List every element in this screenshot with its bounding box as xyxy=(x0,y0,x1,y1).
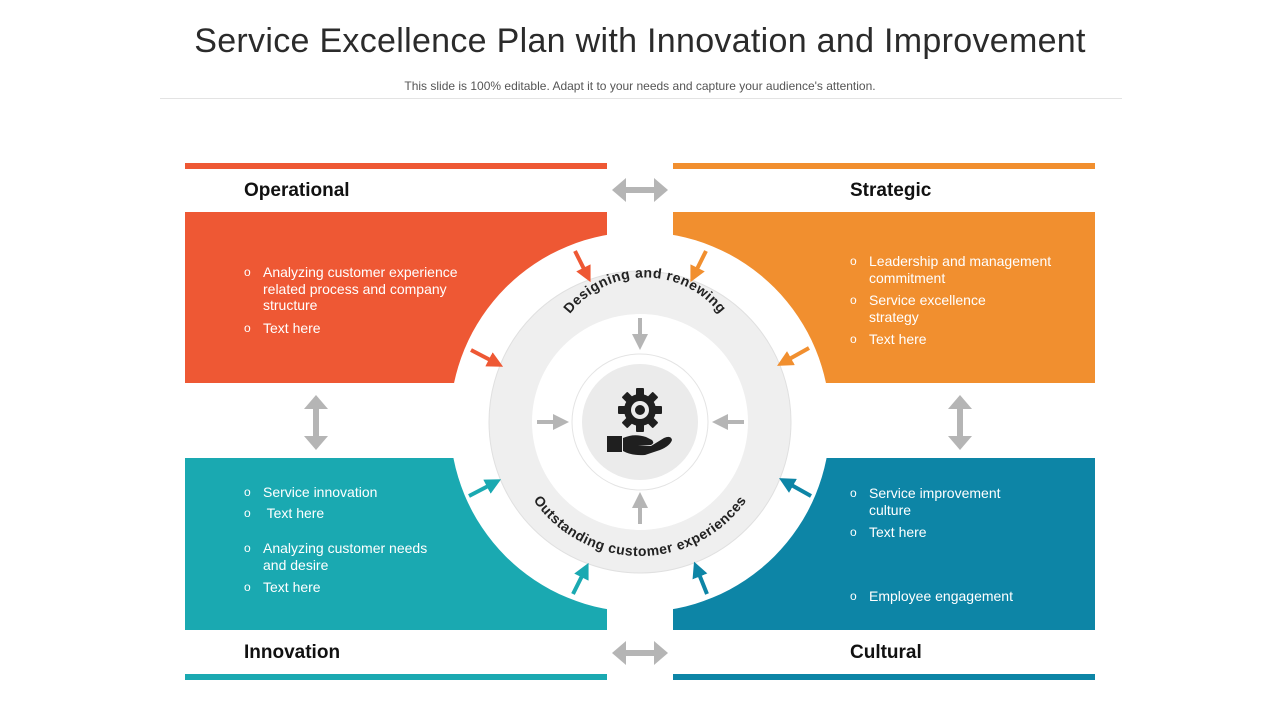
inner-thin-ring xyxy=(571,353,709,491)
list-item: Service innovation xyxy=(244,484,454,501)
list-item: Service excellence strategy xyxy=(850,292,989,325)
strategic-heading: Strategic xyxy=(850,180,932,201)
operational-arrow-1 xyxy=(573,250,591,283)
list-item: Employee engagement xyxy=(850,588,1065,605)
strategic-arrow-1 xyxy=(690,250,708,283)
bottom-double-arrow xyxy=(612,641,668,665)
list-item: Text here xyxy=(850,524,1065,541)
top-double-arrow xyxy=(612,178,668,202)
gear-hand-icon xyxy=(607,388,672,456)
operational-accent-bar xyxy=(185,163,607,169)
list-item: Analyzing customer needs and desire xyxy=(244,540,438,573)
list-item: Text here xyxy=(244,579,454,596)
operational-heading: Operational xyxy=(244,180,350,201)
cultural-arrow-1 xyxy=(779,478,812,498)
cultural-accent-bar xyxy=(673,674,1095,680)
page-title: Service Excellence Plan with Innovation … xyxy=(194,22,1086,60)
innovation-accent-bar xyxy=(185,674,607,680)
cultural-arrow-2 xyxy=(692,561,709,595)
list-item: Service improvement culture xyxy=(850,485,1019,518)
list-item: Text here xyxy=(244,320,474,337)
strategic-arrow-2 xyxy=(777,346,810,366)
list-item: Text here xyxy=(244,505,454,522)
innovation-heading: Innovation xyxy=(244,642,341,663)
left-double-arrow xyxy=(304,395,328,450)
list-item: Text here xyxy=(850,331,1065,348)
strategic-items: Leadership and management commitment Ser… xyxy=(850,253,1065,348)
title-divider xyxy=(160,98,1122,99)
operational-items: Analyzing customer experience related pr… xyxy=(244,264,474,336)
operational-arrow-2 xyxy=(470,348,504,367)
page-subtitle: This slide is 100% editable. Adapt it to… xyxy=(404,79,876,93)
innovation-arrow-2 xyxy=(571,562,589,595)
strategic-accent-bar xyxy=(673,163,1095,169)
right-double-arrow xyxy=(948,395,972,450)
list-item: Analyzing customer experience related pr… xyxy=(244,264,474,314)
cultural-items: Service improvement culture Text here Em… xyxy=(850,485,1065,604)
innovation-arrow-1 xyxy=(468,479,502,498)
list-item: Leadership and management commitment xyxy=(850,253,1065,286)
cultural-heading: Cultural xyxy=(850,642,922,663)
innovation-items: Service innovation Text here Analyzing c… xyxy=(244,484,454,596)
